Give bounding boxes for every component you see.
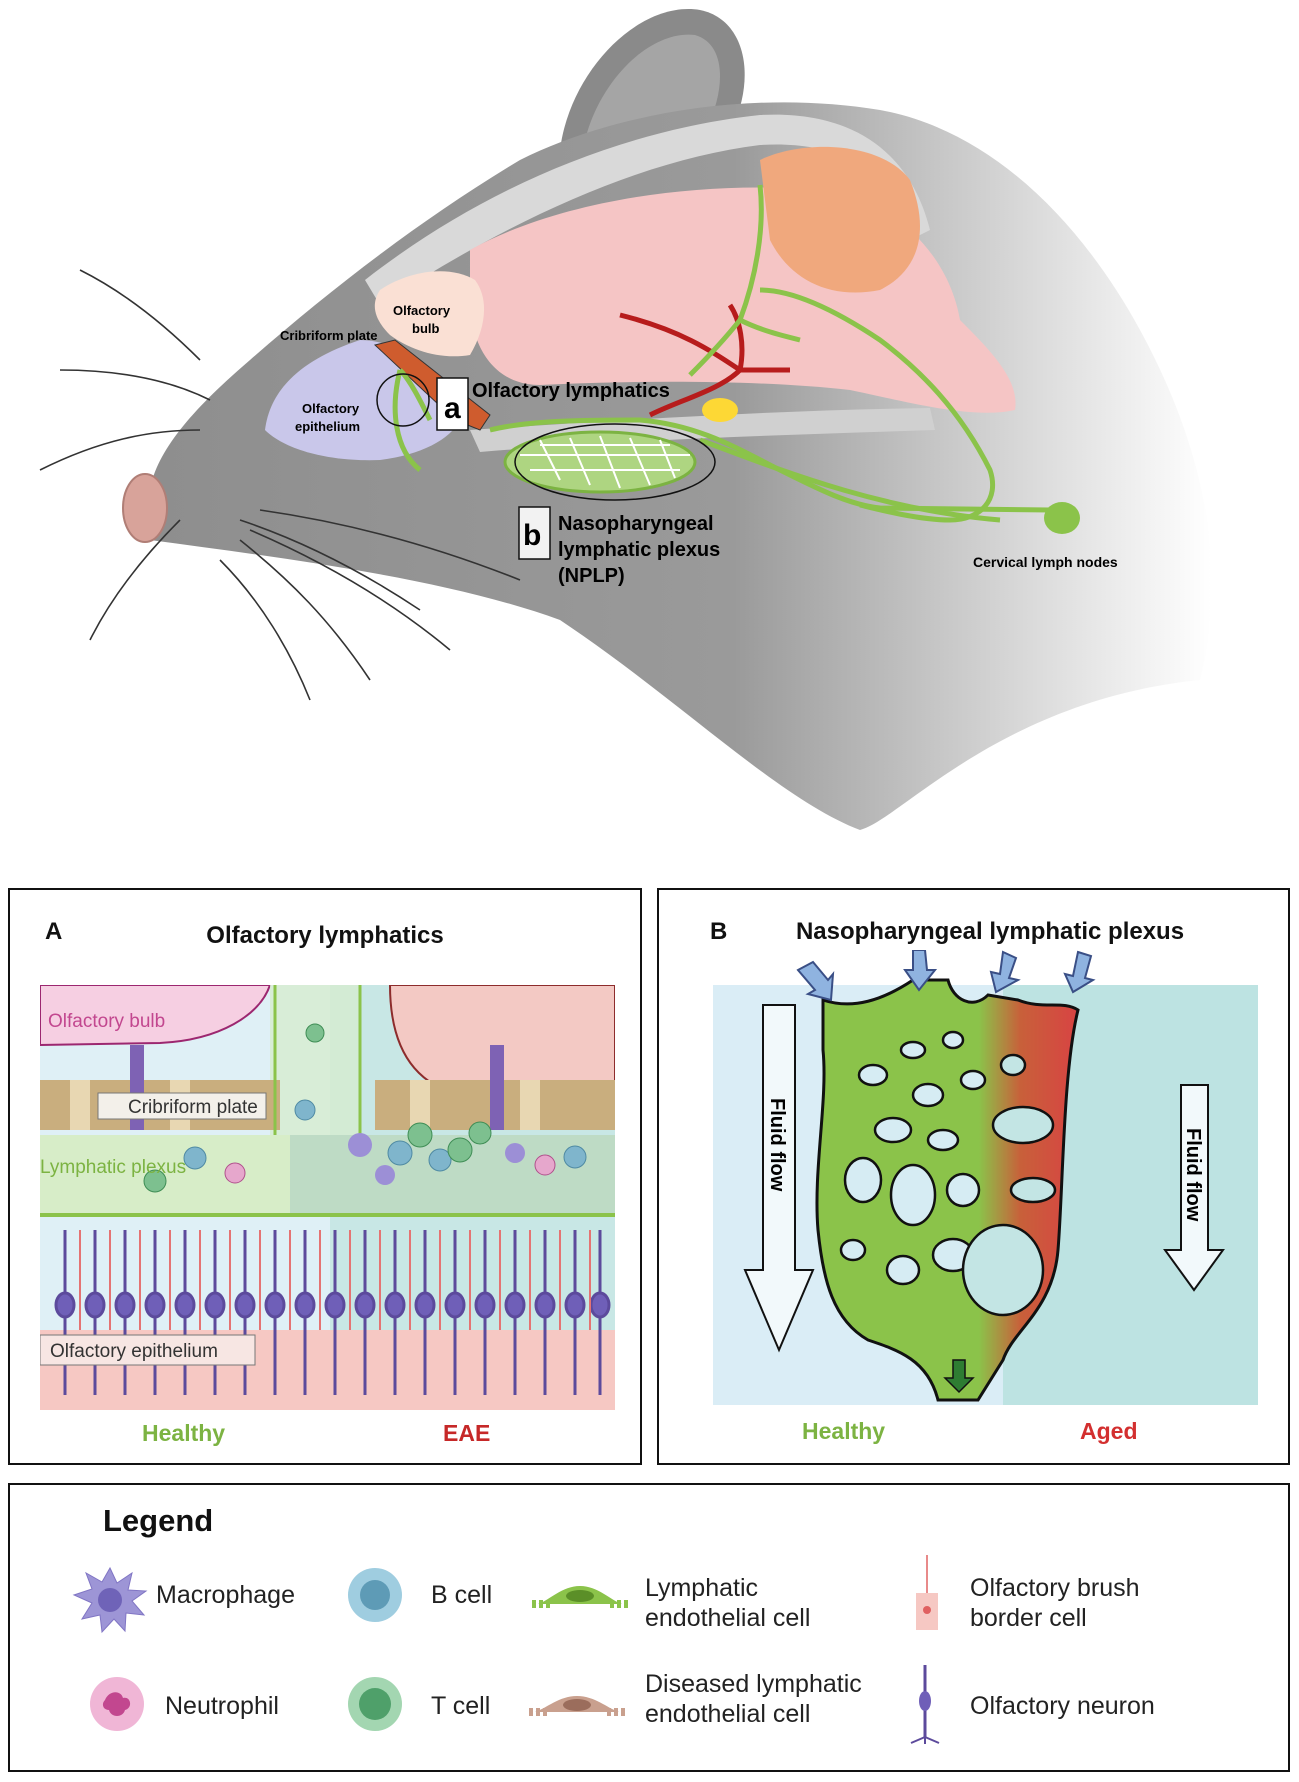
mouse-nose <box>122 473 168 543</box>
marker-a: a <box>444 392 461 425</box>
whiskers <box>39 269 521 701</box>
olfactory-neuron-icon <box>910 1665 940 1744</box>
lymphatic-endothelial-cell-icon <box>532 1586 628 1608</box>
macrophage-icon <box>72 1566 148 1634</box>
panel-b-title: Nasopharyngeal lymphatic plexus <box>795 918 1185 945</box>
panel-a-label-cribriform-plate: Cribriform plate <box>128 1097 258 1118</box>
lymphatic-vessels <box>392 184 1051 523</box>
panel-b-letter: B <box>710 918 728 945</box>
legend-label-neutrophil: Neutrophil <box>165 1692 279 1720</box>
panel-b-flow-arrow-right <box>1163 1084 1225 1292</box>
cervical-lymph-node <box>1044 502 1080 534</box>
legend-title: Legend <box>103 1503 214 1538</box>
b-cell-icon <box>348 1568 402 1622</box>
olfactory-brush-border-cell-icon <box>916 1555 938 1630</box>
legend-label-diseased-1: Diseased lymphatic <box>645 1670 862 1698</box>
legend-box <box>8 1483 1290 1772</box>
panel-a-label-olfactory-bulb: Olfactory bulb <box>48 1011 165 1032</box>
label-olfactory-bulb-2: bulb <box>412 321 439 336</box>
panel-a-label-lymphatic-plexus: Lymphatic plexus <box>40 1157 186 1178</box>
diseased-lymphatic-endothelial-cell-icon <box>529 1696 625 1716</box>
label-olfactory-epithelium-1: Olfactory <box>302 401 360 416</box>
panel-a-bulb-left <box>40 985 272 1047</box>
label-nplp-3: (NPLP) <box>558 565 625 587</box>
t-cell-icon <box>348 1677 402 1731</box>
marker-b: b <box>523 519 541 552</box>
label-nplp-2: lymphatic plexus <box>558 539 720 561</box>
legend-label-brush-border-2: border cell <box>970 1604 1087 1632</box>
legend-label-macrophage: Macrophage <box>156 1581 295 1609</box>
legend-label-lymphatic-endothelial-1: Lymphatic <box>645 1574 759 1602</box>
panel-b-aged-label: Aged <box>1080 1418 1138 1444</box>
mouse-head-illustration: Cribriform plate Olfactory bulb Olfactor… <box>39 9 1212 830</box>
legend-label-t-cell: T cell <box>431 1692 491 1720</box>
panel-b-flow-label-right: Fluid flow <box>1182 1128 1204 1222</box>
panel-a-diagram: Olfactory bulb Cribriform plate Lymphati… <box>40 985 615 1410</box>
cerebellum <box>760 146 920 293</box>
legend-label-b-cell: B cell <box>431 1581 493 1609</box>
skull-roof <box>365 114 930 305</box>
label-olfactory-epithelium-2: epithelium <box>295 419 360 434</box>
legend-label-lymphatic-endothelial-2: endothelial cell <box>645 1604 811 1632</box>
panel-a-letter: A <box>45 918 63 945</box>
label-nplp-1: Nasopharyngeal <box>558 513 714 535</box>
panel-b-inflow-arrows <box>796 950 1096 1002</box>
panel-b-healthy-label: Healthy <box>802 1418 886 1444</box>
panel-a-eae-label: EAE <box>443 1420 491 1446</box>
neutrophil-icon <box>90 1677 144 1731</box>
nplp-mesh <box>503 430 697 494</box>
label-cervical-lymph-nodes: Cervical lymph nodes <box>973 554 1118 570</box>
label-olfactory-bulb-1: Olfactory <box>393 303 451 318</box>
panel-a-neurons <box>54 1230 611 1395</box>
blood-vessel <box>619 303 790 418</box>
panel-b-outflow-arrow <box>943 1359 975 1394</box>
panel-a-healthy-label: Healthy <box>142 1420 226 1446</box>
olfactory-bulb <box>374 271 485 357</box>
legend-label-brush-border-1: Olfactory brush <box>970 1574 1140 1602</box>
legend-label-olfactory-neuron: Olfactory neuron <box>970 1692 1155 1720</box>
panel-b-flow-label-left: Fluid flow <box>766 1098 788 1192</box>
legend-label-diseased-2: endothelial cell <box>645 1700 811 1728</box>
panel-a-title: Olfactory lymphatics <box>206 922 444 949</box>
panel-a-label-olfactory-epithelium: Olfactory epithelium <box>50 1341 218 1362</box>
label-olfactory-lymphatics: Olfactory lymphatics <box>472 380 670 402</box>
label-cribriform-plate: Cribriform plate <box>280 328 378 343</box>
panel-b-diagram: Fluid flow Fluid flow <box>713 950 1258 1405</box>
panel-b-flow-arrow-left <box>743 1004 815 1353</box>
